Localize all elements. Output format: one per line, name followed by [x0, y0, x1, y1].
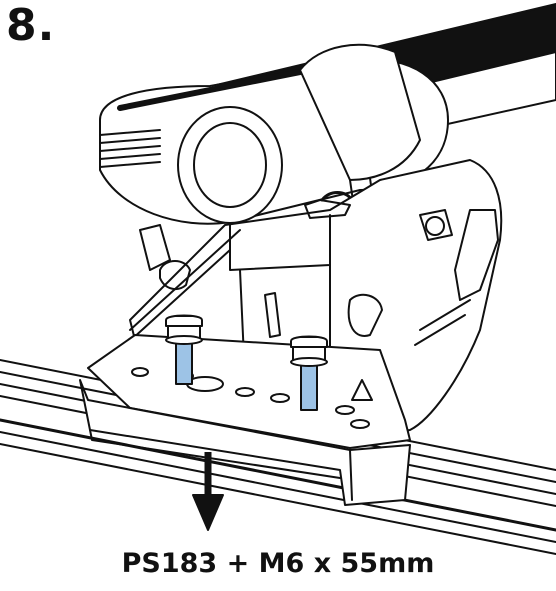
part-caption: PS183 + M6 x 55mm	[121, 548, 435, 579]
bolt-right	[290, 335, 328, 411]
foot-pad-plate	[79, 334, 411, 506]
step-number: 8.	[6, 0, 56, 51]
down-arrow-icon	[192, 452, 224, 531]
bolt-left	[165, 314, 203, 385]
